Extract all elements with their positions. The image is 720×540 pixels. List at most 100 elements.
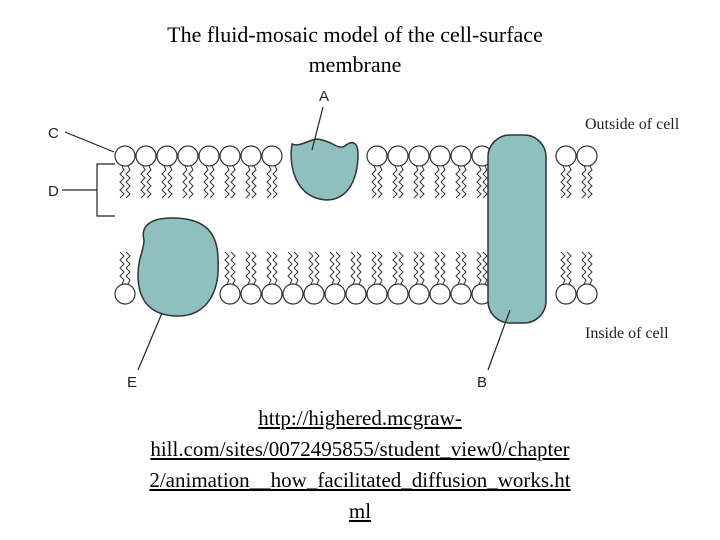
protein-a <box>290 138 359 201</box>
lipid-head <box>240 283 262 305</box>
lipid-head <box>114 283 136 305</box>
lipid-tail <box>476 165 482 199</box>
lipid-tail <box>146 165 152 199</box>
inside-of-cell-label: Inside of cell <box>585 325 669 342</box>
lipid-tail <box>251 165 257 199</box>
lipid-tail <box>560 165 566 199</box>
lipid-head <box>429 145 451 167</box>
lipid-tail <box>224 251 230 285</box>
lipid-tail <box>224 165 230 199</box>
lipid-head <box>219 283 241 305</box>
lipid-tail <box>377 251 383 285</box>
lipid-tail <box>587 251 593 285</box>
lipid-head <box>576 145 598 167</box>
pointer-e <box>137 312 163 371</box>
lipid-head <box>408 283 430 305</box>
pointer-b <box>487 309 511 371</box>
lipid-tail <box>581 165 587 199</box>
lipid-tail <box>455 251 461 285</box>
lipid-tail <box>419 165 425 199</box>
protein-e <box>137 217 219 317</box>
lipid-head <box>450 145 472 167</box>
lipid-tail <box>482 165 488 199</box>
lipid-tail <box>125 251 131 285</box>
lipid-tail <box>251 251 257 285</box>
lipid-tail <box>356 251 362 285</box>
source-link[interactable]: http://highered.mcgraw- hill.com/sites/0… <box>110 403 610 527</box>
lipid-tail <box>581 251 587 285</box>
lipid-tail <box>119 165 125 199</box>
lipid-head <box>324 283 346 305</box>
lipid-head <box>429 283 451 305</box>
slide-title: The fluid-mosaic model of the cell-surfa… <box>110 20 600 80</box>
lipid-tail <box>413 251 419 285</box>
lipid-tail <box>293 251 299 285</box>
lipid-tail <box>119 251 125 285</box>
lipid-tail <box>566 165 572 199</box>
lipid-tail <box>140 165 146 199</box>
lipid-tail <box>182 165 188 199</box>
lipid-head <box>261 283 283 305</box>
lipid-head <box>366 145 388 167</box>
lipid-tail <box>566 251 572 285</box>
lipid-tail <box>287 251 293 285</box>
lipid-head <box>387 145 409 167</box>
lipid-tail <box>167 165 173 199</box>
label-e: E <box>127 374 137 391</box>
lipid-head <box>135 145 157 167</box>
link-line-4: ml <box>348 499 372 523</box>
lipid-tail <box>308 251 314 285</box>
label-d: D <box>48 183 59 200</box>
bracket-d <box>96 163 115 217</box>
lipid-tail <box>245 251 251 285</box>
lipid-head <box>198 145 220 167</box>
lipid-tail <box>272 165 278 199</box>
lipid-tail <box>266 165 272 199</box>
lipid-head <box>240 145 262 167</box>
lipid-tail <box>335 251 341 285</box>
outside-of-cell-label: Outside of cell <box>585 116 680 133</box>
lipid-tail <box>455 165 461 199</box>
title-line-2: membrane <box>308 52 402 77</box>
lipid-head <box>282 283 304 305</box>
lipid-head <box>156 145 178 167</box>
lipid-tail <box>398 251 404 285</box>
lipid-tail <box>398 165 404 199</box>
lipid-tail <box>230 165 236 199</box>
label-a: A <box>319 88 329 105</box>
lipid-tail <box>188 165 194 199</box>
lipid-tail <box>209 165 215 199</box>
lipid-tail <box>392 165 398 199</box>
lipid-tail <box>440 165 446 199</box>
lipid-head <box>303 283 325 305</box>
lipid-tail <box>392 251 398 285</box>
lipid-head <box>219 145 241 167</box>
protein-b <box>487 134 547 324</box>
lipid-head <box>450 283 472 305</box>
lipid-tail <box>560 251 566 285</box>
lipid-tail <box>125 165 131 199</box>
link-line-2: hill.com/sites/0072495855/student_view0/… <box>150 437 570 461</box>
lipid-tail <box>482 251 488 285</box>
pointer-a <box>311 106 324 151</box>
lipid-tail <box>350 251 356 285</box>
lipid-head <box>177 145 199 167</box>
lipid-head <box>555 145 577 167</box>
lipid-tail <box>587 165 593 199</box>
label-c: C <box>48 125 59 142</box>
lipid-tail <box>440 251 446 285</box>
lipid-tail <box>419 251 425 285</box>
lipid-tail <box>377 165 383 199</box>
lipid-tail <box>434 251 440 285</box>
title-line-1: The fluid-mosaic model of the cell-surfa… <box>167 22 543 47</box>
lipid-head <box>366 283 388 305</box>
lipid-tail <box>314 251 320 285</box>
lipid-head <box>387 283 409 305</box>
link-line-1: http://highered.mcgraw- <box>258 406 462 430</box>
membrane-diagram: A B C D E Outside of cell Inside of cell <box>48 88 680 391</box>
lipid-tail <box>245 165 251 199</box>
lipid-tail <box>272 251 278 285</box>
lipid-tail <box>203 165 209 199</box>
lipid-tail <box>329 251 335 285</box>
lipid-tail <box>371 165 377 199</box>
